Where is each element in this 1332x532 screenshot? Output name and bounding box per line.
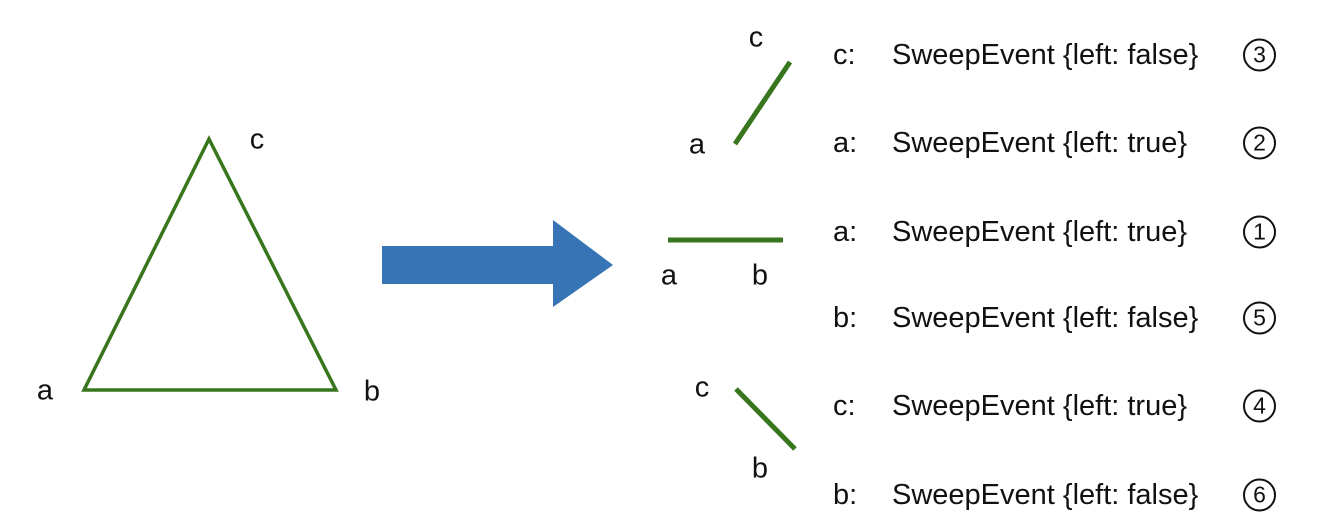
event-point-label: b: — [833, 301, 858, 334]
segment-ca-a-label: a — [688, 128, 706, 161]
event-point-label: c: — [833, 38, 856, 71]
segment-ca-c-label: c — [748, 21, 764, 54]
order-badge: 2 — [1243, 126, 1276, 160]
order-badge: 3 — [1243, 38, 1276, 72]
segment-cb-c-label: c — [694, 371, 710, 404]
segment-ab-b-label: b — [751, 259, 769, 292]
sweep-event-row: a: SweepEvent {left: true} 1 — [833, 212, 1303, 252]
event-detail-text: SweepEvent {left: false} — [892, 301, 1199, 334]
event-detail-text: SweepEvent {left: false} — [892, 38, 1199, 71]
arrow-right-icon — [382, 220, 613, 307]
event-point-label: a: — [833, 215, 858, 248]
sweep-event-row: c: SweepEvent {left: false} 3 — [833, 35, 1303, 75]
order-badge: 4 — [1243, 389, 1276, 423]
triangle-vertex-a-label: a — [36, 374, 54, 407]
order-badge: 5 — [1243, 301, 1276, 335]
segment-ab-a-label: a — [660, 259, 678, 292]
sweep-event-row: c: SweepEvent {left: true} 4 — [833, 386, 1303, 426]
triangle-vertex-c-label: c — [249, 123, 265, 156]
segment-cb-b-label: b — [751, 452, 769, 485]
segment-cb-line — [734, 387, 797, 451]
sweep-event-row: b: SweepEvent {left: false} 5 — [833, 298, 1303, 338]
sweep-event-row: a: SweepEvent {left: true} 2 — [833, 123, 1303, 163]
triangle-vertex-b-label: b — [363, 375, 381, 408]
order-badge: 1 — [1243, 215, 1276, 249]
event-detail-text: SweepEvent {left: true} — [892, 215, 1188, 248]
sweep-event-row: b: SweepEvent {left: false} 6 — [833, 475, 1303, 515]
event-detail-text: SweepEvent {left: false} — [892, 478, 1199, 511]
order-badge: 6 — [1243, 478, 1276, 512]
event-detail-text: SweepEvent {left: true} — [892, 389, 1188, 422]
event-detail-text: SweepEvent {left: true} — [892, 126, 1188, 159]
triangle-shape — [81, 135, 339, 392]
event-point-label: a: — [833, 126, 858, 159]
segment-ca-line — [732, 60, 793, 146]
event-point-label: c: — [833, 389, 856, 422]
event-point-label: b: — [833, 478, 858, 511]
